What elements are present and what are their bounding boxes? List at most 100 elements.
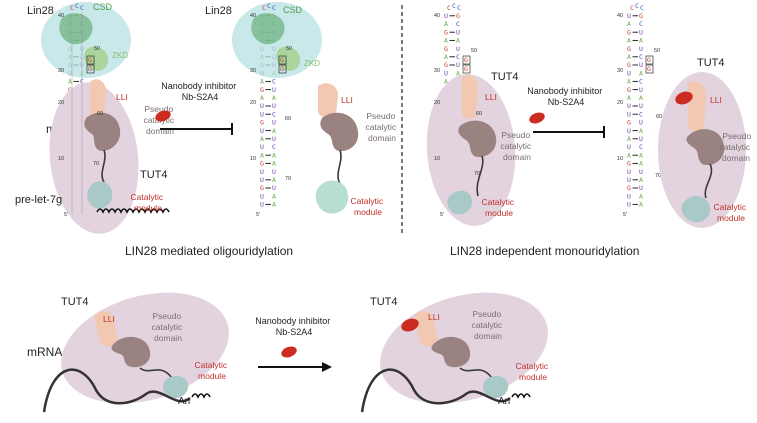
inhibitor-1: Nanobody inhibitor Nb-S2A4 (155, 81, 236, 135)
svg-text:60: 60 (656, 114, 662, 120)
svg-text:C: C (639, 110, 643, 118)
svg-text:C: C (639, 143, 643, 151)
lin28-label: Lin28 (205, 5, 232, 17)
catalytic-module (87, 181, 113, 209)
pseudo-catalytic-domain (431, 336, 471, 368)
svg-text:5': 5' (64, 212, 68, 218)
svg-text:G: G (627, 28, 631, 36)
svg-text:A: A (260, 78, 264, 86)
zkd-label: ZKD (112, 51, 128, 60)
svg-text:C: C (452, 2, 456, 10)
svg-text:G: G (627, 119, 631, 127)
svg-text:A: A (627, 37, 631, 45)
catalytic-label: Catalytic module (482, 197, 517, 218)
svg-text:40: 40 (250, 13, 256, 19)
svg-text:A: A (444, 53, 448, 61)
svg-text:A: A (639, 151, 643, 159)
svg-text:U: U (639, 102, 643, 110)
lli-label: LLI (710, 95, 722, 105)
linker (704, 163, 713, 199)
tut4-label: TUT4 (370, 296, 398, 308)
tut4-label: TUT4 (697, 57, 725, 69)
nanobody-icon (281, 346, 297, 358)
svg-text:70: 70 (93, 161, 99, 167)
svg-text:U: U (272, 102, 276, 110)
svg-text:U: U (639, 61, 643, 69)
svg-text:A: A (444, 20, 448, 28)
svg-text:U: U (260, 143, 264, 151)
panel-3-caption: LIN28 independent monouridylation (450, 244, 639, 258)
polya-label: An (178, 396, 190, 407)
svg-text:5': 5' (256, 212, 260, 218)
svg-text:A: A (627, 20, 631, 28)
svg-text:U: U (272, 184, 276, 192)
svg-text:A: A (627, 135, 631, 143)
svg-text:10: 10 (250, 156, 256, 162)
lli-domain (90, 79, 106, 121)
svg-text:C: C (456, 53, 460, 61)
panel-6-mrna-inhibited: An TUT4 LLI Pseudo catalytic domain Cata… (360, 292, 549, 413)
svg-text:A: A (272, 192, 276, 200)
svg-text:U: U (627, 127, 631, 135)
svg-text:20: 20 (617, 100, 623, 106)
nanobody-icon (401, 318, 419, 332)
lin28-label: Lin28 (27, 5, 54, 17)
nanobody-icon (529, 112, 545, 124)
svg-text:5': 5' (623, 212, 627, 218)
linker (476, 155, 484, 197)
svg-text:C: C (70, 4, 74, 12)
svg-text:U: U (456, 45, 460, 53)
svg-text:70: 70 (655, 173, 661, 179)
svg-text:U: U (639, 86, 643, 94)
svg-text:G: G (627, 45, 631, 53)
linker (459, 367, 493, 379)
svg-text:G: G (444, 61, 448, 69)
svg-text:U: U (627, 143, 631, 151)
svg-text:20: 20 (58, 100, 64, 106)
svg-text:A: A (272, 127, 276, 135)
svg-text:C: C (272, 78, 276, 86)
lli-label: LLI (341, 95, 353, 105)
svg-text:40: 40 (617, 13, 623, 19)
svg-text:U: U (639, 184, 643, 192)
svg-text:G: G (444, 28, 448, 36)
svg-text:C: C (630, 4, 634, 12)
svg-text:A: A (456, 69, 460, 77)
svg-text:C: C (639, 20, 643, 28)
pseudo-catalytic-domain (458, 120, 497, 158)
svg-text:C: C (447, 4, 451, 12)
svg-text:G: G (68, 86, 72, 94)
svg-text:C: C (639, 78, 643, 86)
svg-text:A: A (272, 160, 276, 168)
svg-text:A: A (272, 201, 276, 209)
mrna-strand (360, 368, 511, 413)
catalytic-module (681, 195, 710, 223)
svg-text:20: 20 (250, 100, 256, 106)
svg-text:U: U (456, 61, 460, 69)
panel-4-inhibited: C C C G G 40 50 30 20 60 10 70 5' TUT4 L… (617, 2, 751, 228)
svg-text:U: U (260, 176, 264, 184)
pre-let-7g-hairpin: C C C G G (630, 2, 654, 74)
svg-text:G: G (456, 12, 460, 20)
pre-let-7g-hairpin: C C C G G (70, 2, 170, 214)
lli-label: LLI (428, 312, 440, 322)
catalytic-label: Catalytic module (351, 196, 386, 217)
pseudo-label: Pseudo catalytic domain (365, 111, 398, 143)
catalytic-module (483, 375, 509, 399)
poly-u-tail (191, 393, 211, 399)
svg-text:U: U (627, 12, 631, 20)
pseudo-label: Pseudo catalytic domain (151, 311, 184, 343)
svg-text:G: G (444, 45, 448, 53)
pseudo-catalytic-domain (84, 112, 121, 151)
svg-text:A: A (444, 78, 448, 86)
svg-text:A: A (639, 192, 643, 200)
catalytic-module (447, 190, 472, 215)
svg-text:A: A (260, 151, 264, 159)
svg-text:A: A (260, 94, 264, 102)
pseudo-catalytic-domain (686, 129, 725, 166)
svg-text:10: 10 (434, 156, 440, 162)
svg-text:U: U (639, 28, 643, 36)
panel-1-caption: LIN28 mediated oligouridylation (125, 244, 293, 258)
svg-text:A: A (639, 201, 643, 209)
svg-text:C: C (272, 143, 276, 151)
